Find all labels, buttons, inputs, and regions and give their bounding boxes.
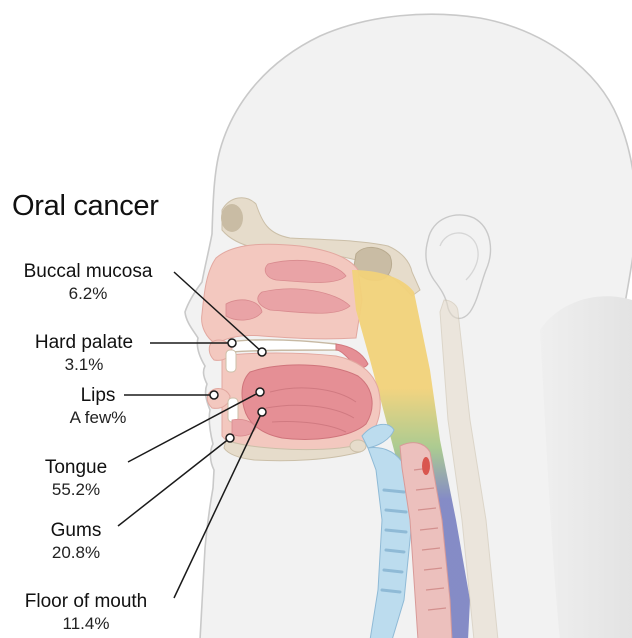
- diagram-title: Oral cancer: [12, 190, 159, 223]
- dot-lips: [210, 391, 218, 399]
- label-tongue: Tongue 55.2%: [26, 456, 126, 501]
- dot-gums: [226, 434, 234, 442]
- label-buccal-mucosa: Buccal mucosa 6.2%: [8, 260, 168, 305]
- label-name: Gums: [26, 519, 126, 542]
- label-floor-of-mouth: Floor of mouth 11.4%: [6, 590, 166, 635]
- label-name: Tongue: [26, 456, 126, 479]
- dot-tongue: [256, 388, 264, 396]
- label-name: Lips: [48, 384, 148, 407]
- label-gums: Gums 20.8%: [26, 519, 126, 564]
- label-value: 3.1%: [16, 354, 152, 376]
- label-name: Hard palate: [16, 331, 152, 354]
- dot-palate: [228, 339, 236, 347]
- tongue: [242, 365, 372, 440]
- lower-tooth: [228, 398, 238, 422]
- label-name: Floor of mouth: [6, 590, 166, 613]
- label-lips: Lips A few%: [48, 384, 148, 429]
- esophagus-marker: [422, 457, 430, 475]
- hyoid-bone: [350, 440, 366, 452]
- label-value: 11.4%: [6, 613, 166, 635]
- label-value: 6.2%: [8, 283, 168, 305]
- label-value: A few%: [48, 407, 148, 429]
- label-value: 20.8%: [26, 542, 126, 564]
- dot-buccal: [258, 348, 266, 356]
- sinus-cavity: [221, 204, 243, 232]
- label-name: Buccal mucosa: [8, 260, 168, 283]
- dot-floor: [258, 408, 266, 416]
- label-value: 55.2%: [26, 479, 126, 501]
- label-hard-palate: Hard palate 3.1%: [16, 331, 152, 376]
- upper-tooth: [226, 350, 236, 372]
